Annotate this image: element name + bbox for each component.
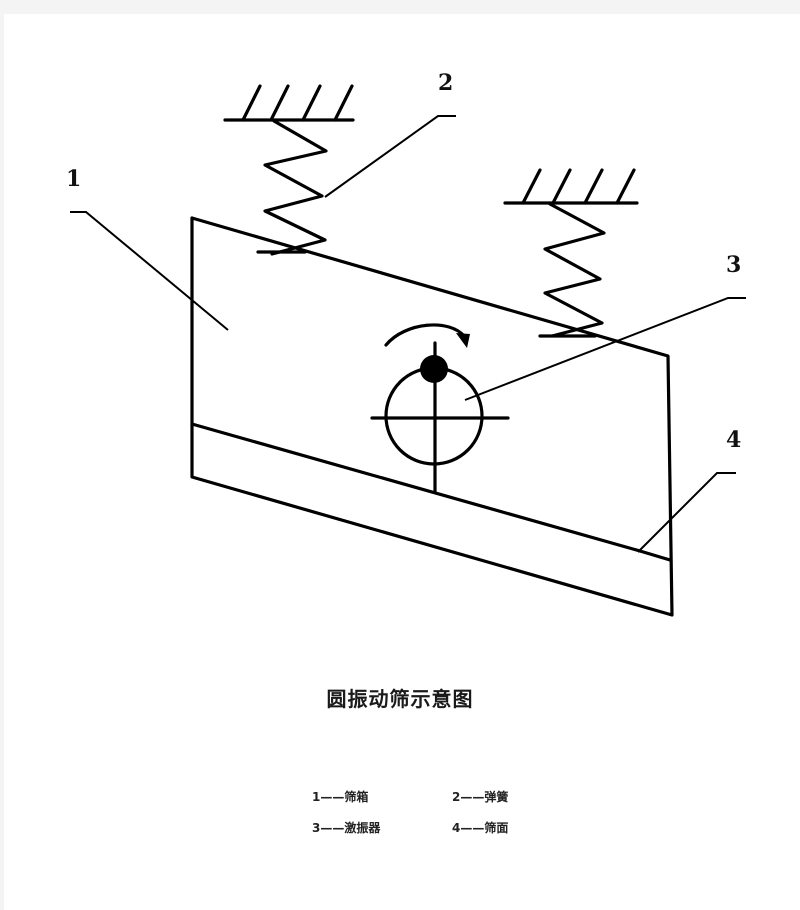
callout-3: 3 bbox=[726, 252, 741, 278]
legend: 1——筛箱 2——弹簧 3——激振器 4——筛面 bbox=[312, 788, 572, 836]
callout-1: 1 bbox=[66, 166, 81, 192]
diagram-title: 圆振动筛示意图 bbox=[326, 687, 474, 711]
legend-item-2: 2——弹簧 bbox=[452, 790, 509, 804]
screen-box bbox=[190, 216, 674, 617]
eccentric-mass bbox=[420, 355, 448, 383]
exciter bbox=[370, 323, 510, 494]
diagram-page bbox=[4, 14, 800, 910]
leader-line-3 bbox=[464, 297, 746, 401]
rotation-arrow-icon bbox=[456, 333, 470, 348]
legend-item-3: 3——激振器 bbox=[312, 821, 381, 835]
screen-deck bbox=[190, 422, 672, 562]
leader-line-2 bbox=[324, 115, 456, 198]
callout-2: 2 bbox=[438, 70, 453, 96]
legend-item-4: 4——筛面 bbox=[452, 821, 509, 835]
leader-line-4 bbox=[637, 472, 736, 553]
vibrating-screen-diagram: 1 2 3 4 bbox=[66, 70, 746, 617]
right-spring bbox=[503, 168, 639, 338]
leader-line-1 bbox=[70, 211, 229, 331]
legend-item-1: 1——筛箱 bbox=[312, 790, 369, 804]
callout-4: 4 bbox=[726, 427, 741, 453]
left-spring bbox=[223, 84, 355, 256]
